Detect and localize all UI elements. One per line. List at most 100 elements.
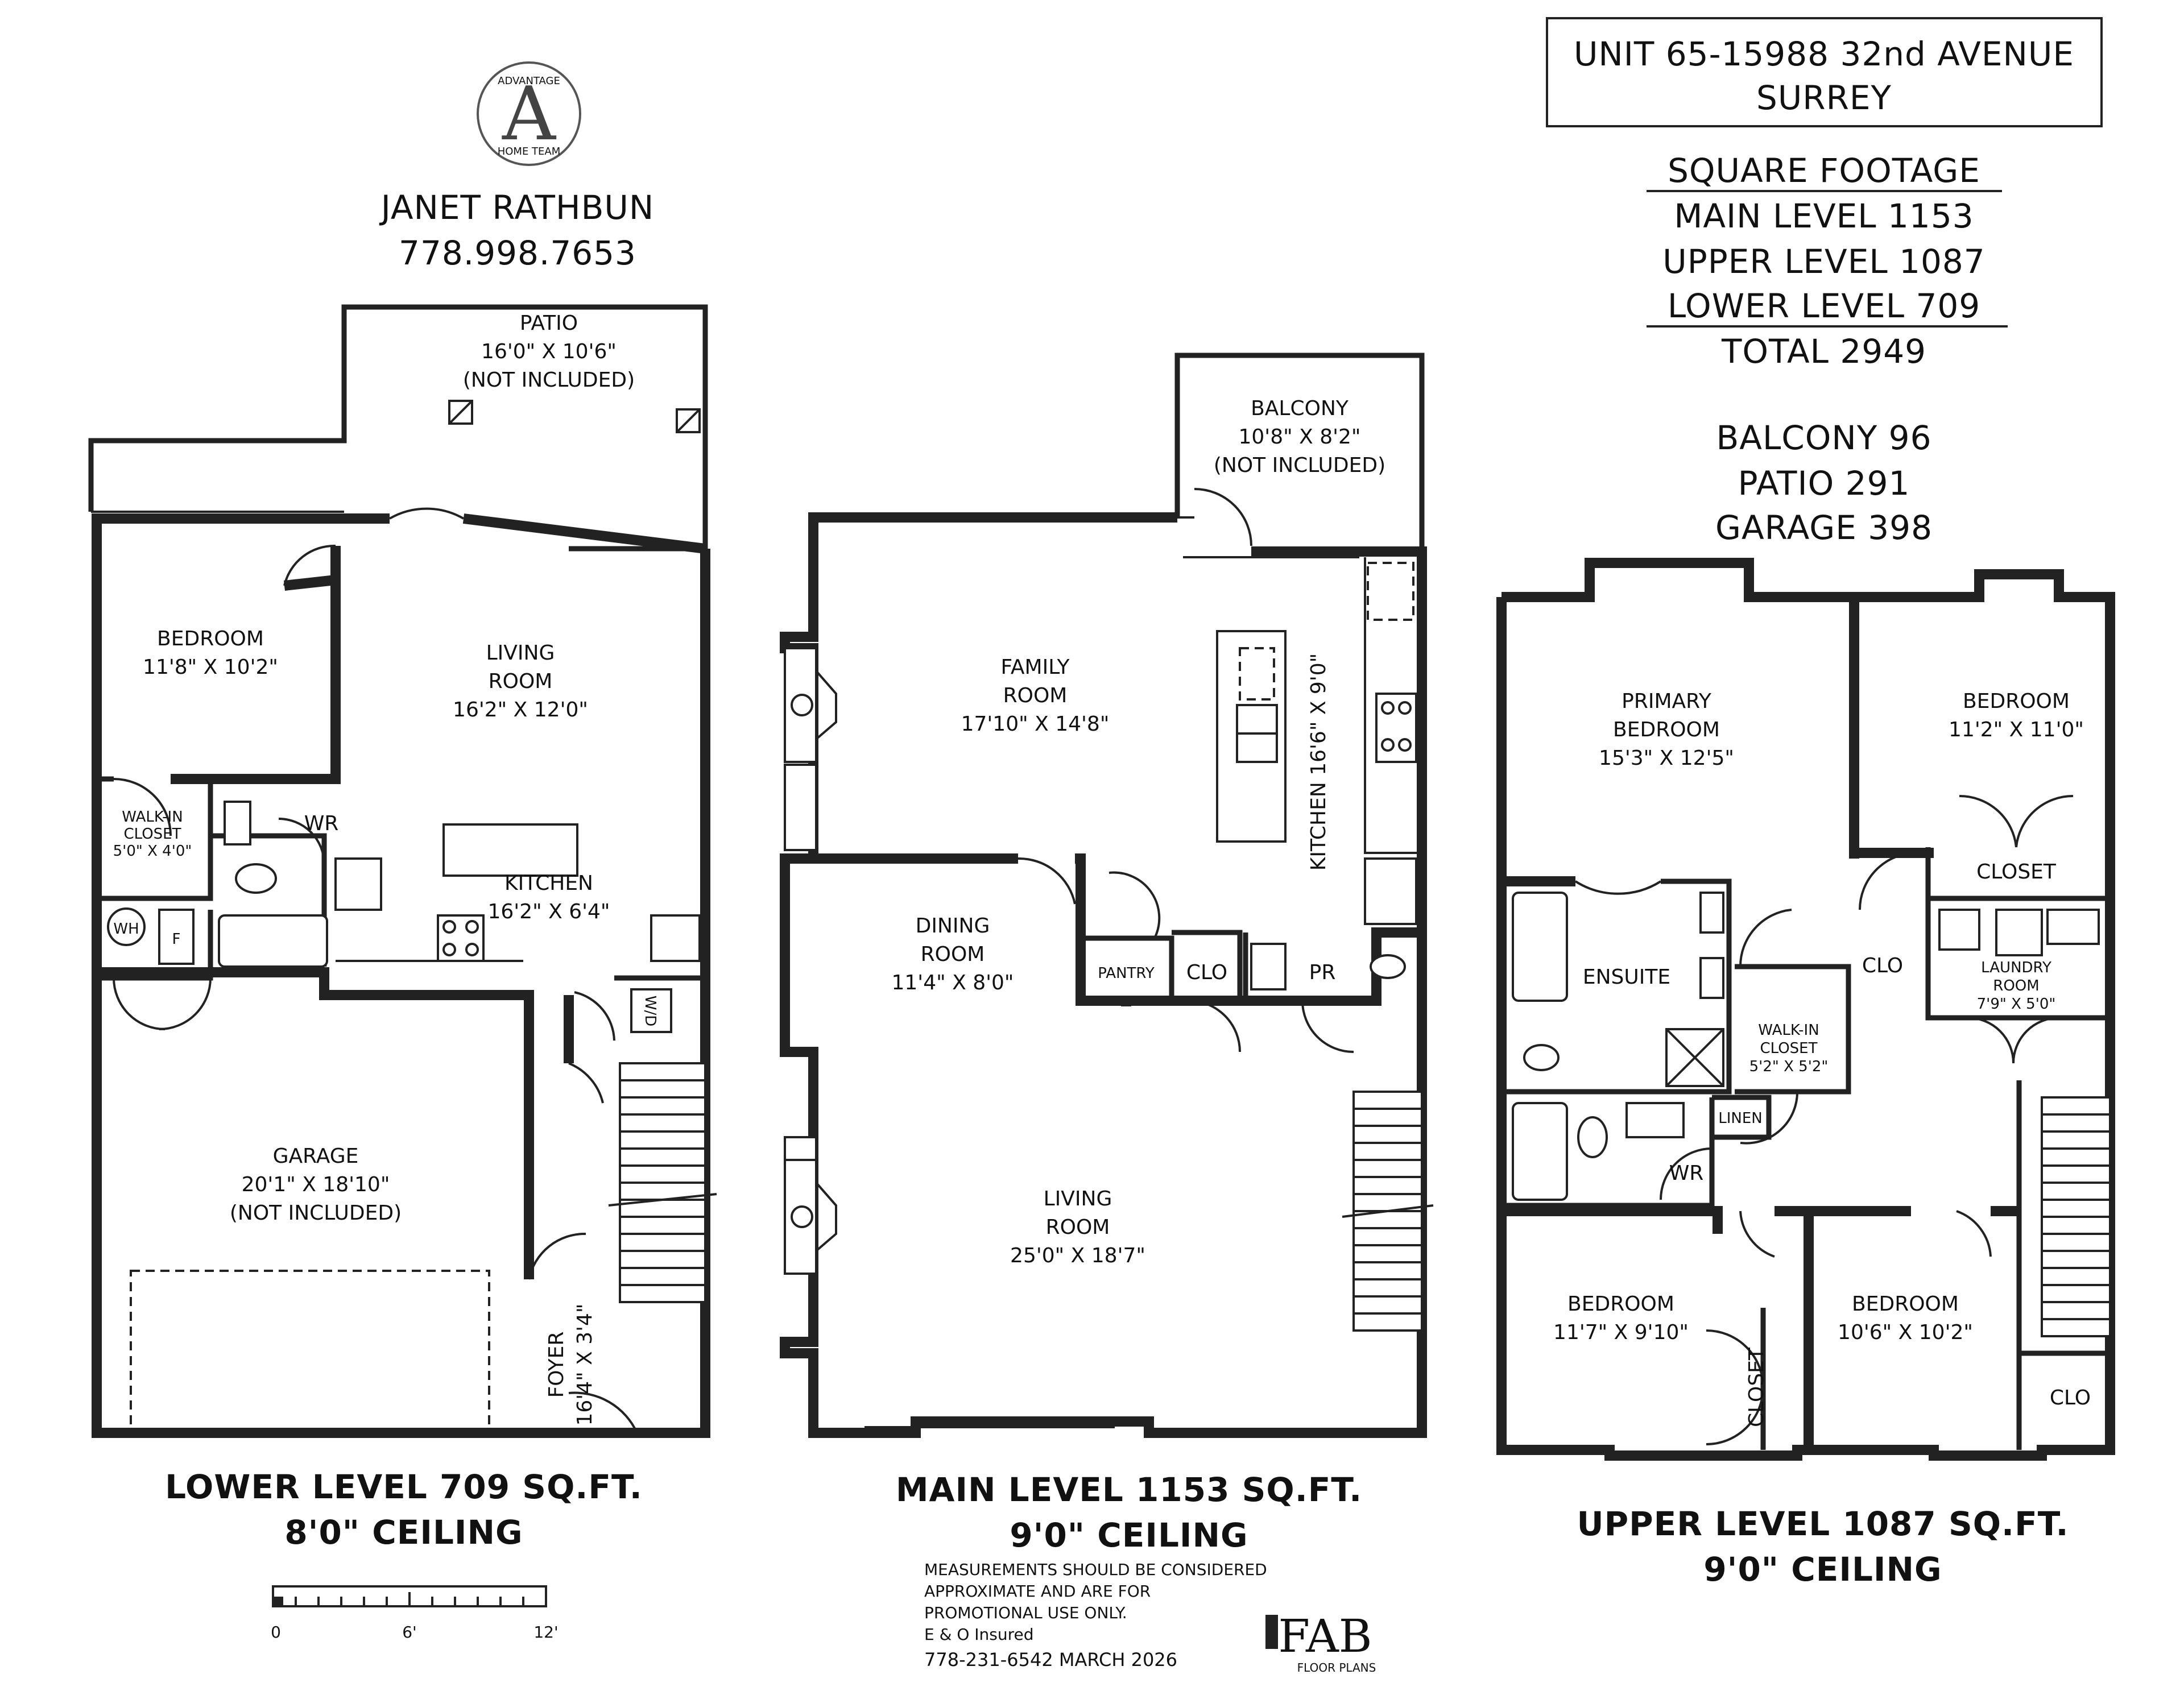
upper-clo: CLO	[1862, 954, 1903, 977]
lower-bedroom-dims: 11'8" X 10'2"	[143, 656, 278, 679]
fab-floor-plans-logo: FAB FLOOR PLANS	[1265, 1610, 1376, 1675]
address-line2: SURREY	[1756, 78, 1892, 117]
upper-clo2: CLO	[2050, 1386, 2091, 1410]
scale-label-6: 6'	[402, 1623, 417, 1642]
lower-kitchen-dims: 16'2" X 6'4"	[488, 900, 610, 923]
main-clo: CLO	[1186, 961, 1227, 984]
lower-walkin-dims: 5'0" X 4'0"	[113, 843, 192, 860]
main-living-name2: ROOM	[1046, 1216, 1110, 1239]
upper-laundry-name1: LAUNDRY	[1981, 959, 2051, 976]
main-family-name1: FAMILY	[1001, 656, 1070, 679]
upper-walkin-name2: CLOSET	[1760, 1040, 1818, 1057]
lower-foyer-dims: 16'4" X 3'4"	[573, 1304, 597, 1426]
main-pantry: PANTRY	[1098, 965, 1155, 982]
scale-label-12: 12'	[533, 1623, 558, 1642]
upper-bedroom3-name: BEDROOM	[1567, 1292, 1674, 1316]
upper-bedroom4-dims: 10'6" X 10'2"	[1838, 1321, 1973, 1344]
sqft-upper: UPPER LEVEL 1087	[1662, 242, 1985, 281]
advantage-logo: A ADVANTAGE HOME TEAM	[477, 61, 581, 166]
main-level-plan	[780, 353, 1434, 1438]
main-living-name1: LIVING	[1044, 1187, 1112, 1211]
upper-linen: LINEN	[1718, 1110, 1762, 1127]
upper-primary-name1: PRIMARY	[1622, 690, 1712, 713]
sqft-main: MAIN LEVEL 1153	[1674, 197, 1974, 235]
lower-walkin-name1: WALK-IN	[122, 809, 183, 826]
upper-closet: CLOSET	[1976, 860, 2057, 884]
lower-kitchen-name: KITCHEN	[504, 872, 593, 895]
lower-stairs	[608, 1079, 717, 1286]
lower-foyer-name: FOYER	[545, 1332, 568, 1398]
lower-living-name2: ROOM	[489, 670, 553, 693]
address-box	[1546, 17, 2103, 127]
upper-primary-dims: 15'3" X 12'5"	[1599, 747, 1734, 770]
upper-laundry-dims: 7'9" X 5'0"	[1977, 996, 2056, 1013]
lower-garage-dims: 20'1" X 18'10"	[242, 1173, 390, 1196]
main-balcony-name: BALCONY	[1251, 397, 1349, 420]
agent-phone: 778.998.7653	[399, 234, 636, 272]
lower-wh: WH	[113, 921, 139, 938]
upper-bedroom3-dims: 11'7" X 9'10"	[1553, 1321, 1689, 1344]
upper-bedroom2-name: BEDROOM	[1963, 690, 2070, 713]
lower-garage-note: (NOT INCLUDED)	[230, 1201, 402, 1225]
disclaimer-line3: PROMOTIONAL USE ONLY.	[924, 1603, 1127, 1622]
upper-walkin-name1: WALK-IN	[1758, 1022, 1819, 1039]
main-kitchen-label: KITCHEN 16'6" X 9'0"	[1307, 653, 1330, 871]
scale-label-0: 0	[271, 1623, 281, 1642]
main-balcony-dims: 10'8" X 8'2"	[1239, 425, 1361, 449]
main-living-dims: 25'0" X 18'7"	[1010, 1244, 1145, 1267]
lower-living-dims: 16'2" X 12'0"	[453, 698, 588, 722]
main-family-name2: ROOM	[1003, 684, 1068, 707]
agent-name: JANET RATHBUN	[379, 188, 654, 227]
upper-level-plan	[1496, 558, 2115, 1461]
main-dining-dims: 11'4" X 8'0"	[892, 971, 1014, 994]
scale-bar: 0 6' 12'	[271, 1585, 559, 1642]
lower-patio-name: PATIO	[520, 312, 578, 335]
lower-f: F	[172, 931, 181, 948]
contact-text: 778-231-6542 MARCH 2026	[924, 1649, 1177, 1671]
upper-bedroom2-dims: 11'2" X 11'0"	[1949, 718, 2084, 741]
upper-walkin-dims: 5'2" X 5'2"	[1749, 1058, 1829, 1075]
main-pr: PR	[1309, 961, 1336, 984]
sqft-lower: LOWER LEVEL 709	[1668, 287, 1980, 325]
disclaimer-line1: MEASUREMENTS SHOULD BE CONSIDERED	[924, 1560, 1267, 1579]
lower-level-title: LOWER LEVEL 709 SQ.FT.	[165, 1468, 643, 1506]
upper-stairs	[2042, 1113, 2110, 1320]
lower-wd: W/D	[642, 996, 659, 1027]
logo-text-bottom: HOME TEAM	[498, 146, 561, 158]
svg-text:A: A	[502, 71, 557, 157]
logo-text-top: ADVANTAGE	[498, 75, 560, 87]
sqft-patio: PATIO 291	[1738, 464, 1910, 503]
upper-laundry-name2: ROOM	[1993, 977, 2039, 994]
brand-name: FAB	[1278, 1610, 1372, 1663]
main-balcony-note: (NOT INCLUDED)	[1214, 454, 1385, 477]
sqft-garage: GARAGE 398	[1715, 508, 1933, 547]
upper-bedroom4-name: BEDROOM	[1852, 1292, 1959, 1316]
lower-ceiling: 8'0" CEILING	[284, 1513, 523, 1552]
brand-sub: FLOOR PLANS	[1297, 1661, 1376, 1675]
main-ceiling: 9'0" CEILING	[1010, 1516, 1248, 1555]
upper-level-title: UPPER LEVEL 1087 SQ.FT.	[1577, 1505, 2069, 1543]
sqft-total: TOTAL 2949	[1721, 332, 1926, 371]
lower-patio-note: (NOT INCLUDED)	[463, 368, 635, 392]
lower-garage-name: GARAGE	[273, 1145, 359, 1168]
square-footage-summary: SQUARE FOOTAGE MAIN LEVEL 1153 UPPER LEV…	[1647, 151, 2008, 547]
upper-primary-name2: BEDROOM	[1613, 718, 1720, 741]
insured-text: E & O Insured	[924, 1625, 1034, 1644]
lower-walkin-name2: CLOSET	[124, 826, 181, 843]
lower-patio-dims: 16'0" X 10'6"	[481, 340, 617, 363]
lower-bedroom-name: BEDROOM	[157, 627, 264, 650]
main-stairs	[1342, 1108, 1434, 1315]
lower-level-plan	[88, 304, 717, 1438]
main-family-dims: 17'10" X 14'8"	[961, 712, 1110, 736]
upper-closet-vertical: CLOSET	[1745, 1347, 1768, 1427]
disclaimer-line2: APPROXIMATE AND ARE FOR	[924, 1582, 1151, 1601]
upper-ensuite: ENSUITE	[1583, 965, 1670, 989]
main-level-title: MAIN LEVEL 1153 SQ.FT.	[896, 1470, 1362, 1509]
main-dining-name2: ROOM	[921, 943, 985, 966]
address-line1: UNIT 65-15988 32nd AVENUE	[1574, 35, 2074, 73]
sqft-title: SQUARE FOOTAGE	[1668, 151, 1980, 190]
upper-wr: WR	[1669, 1162, 1704, 1185]
lower-living-name1: LIVING	[486, 641, 555, 665]
main-dining-name1: DINING	[916, 914, 990, 938]
